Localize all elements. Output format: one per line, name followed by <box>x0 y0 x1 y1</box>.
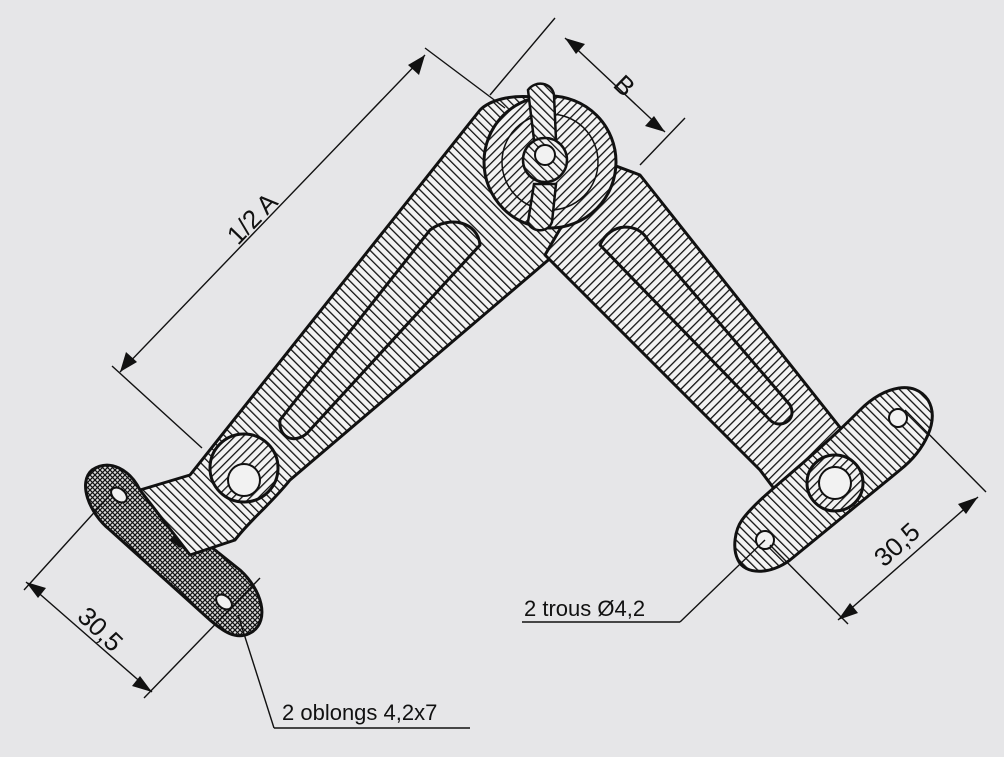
label-b: B <box>608 69 641 103</box>
note-oblongs: 2 oblongs 4,2x7 <box>237 614 470 729</box>
left-oblong-hole-top <box>110 486 128 504</box>
hinge-disc <box>482 82 618 232</box>
right-slot <box>598 225 794 426</box>
label-right-width: 30,5 <box>868 516 926 572</box>
right-hole-top <box>888 408 908 428</box>
left-slot <box>278 220 482 441</box>
wing-nut-icon <box>521 82 569 232</box>
note-holes: 2 trous Ø4,2 <box>522 539 766 623</box>
label-holes-note: 2 trous Ø4,2 <box>524 596 645 621</box>
label-left-width: 30,5 <box>72 601 129 658</box>
label-oblongs-note: 2 oblongs 4,2x7 <box>282 700 437 725</box>
label-half-a: 1/2 A <box>221 186 284 250</box>
right-foot-plate <box>733 386 934 573</box>
